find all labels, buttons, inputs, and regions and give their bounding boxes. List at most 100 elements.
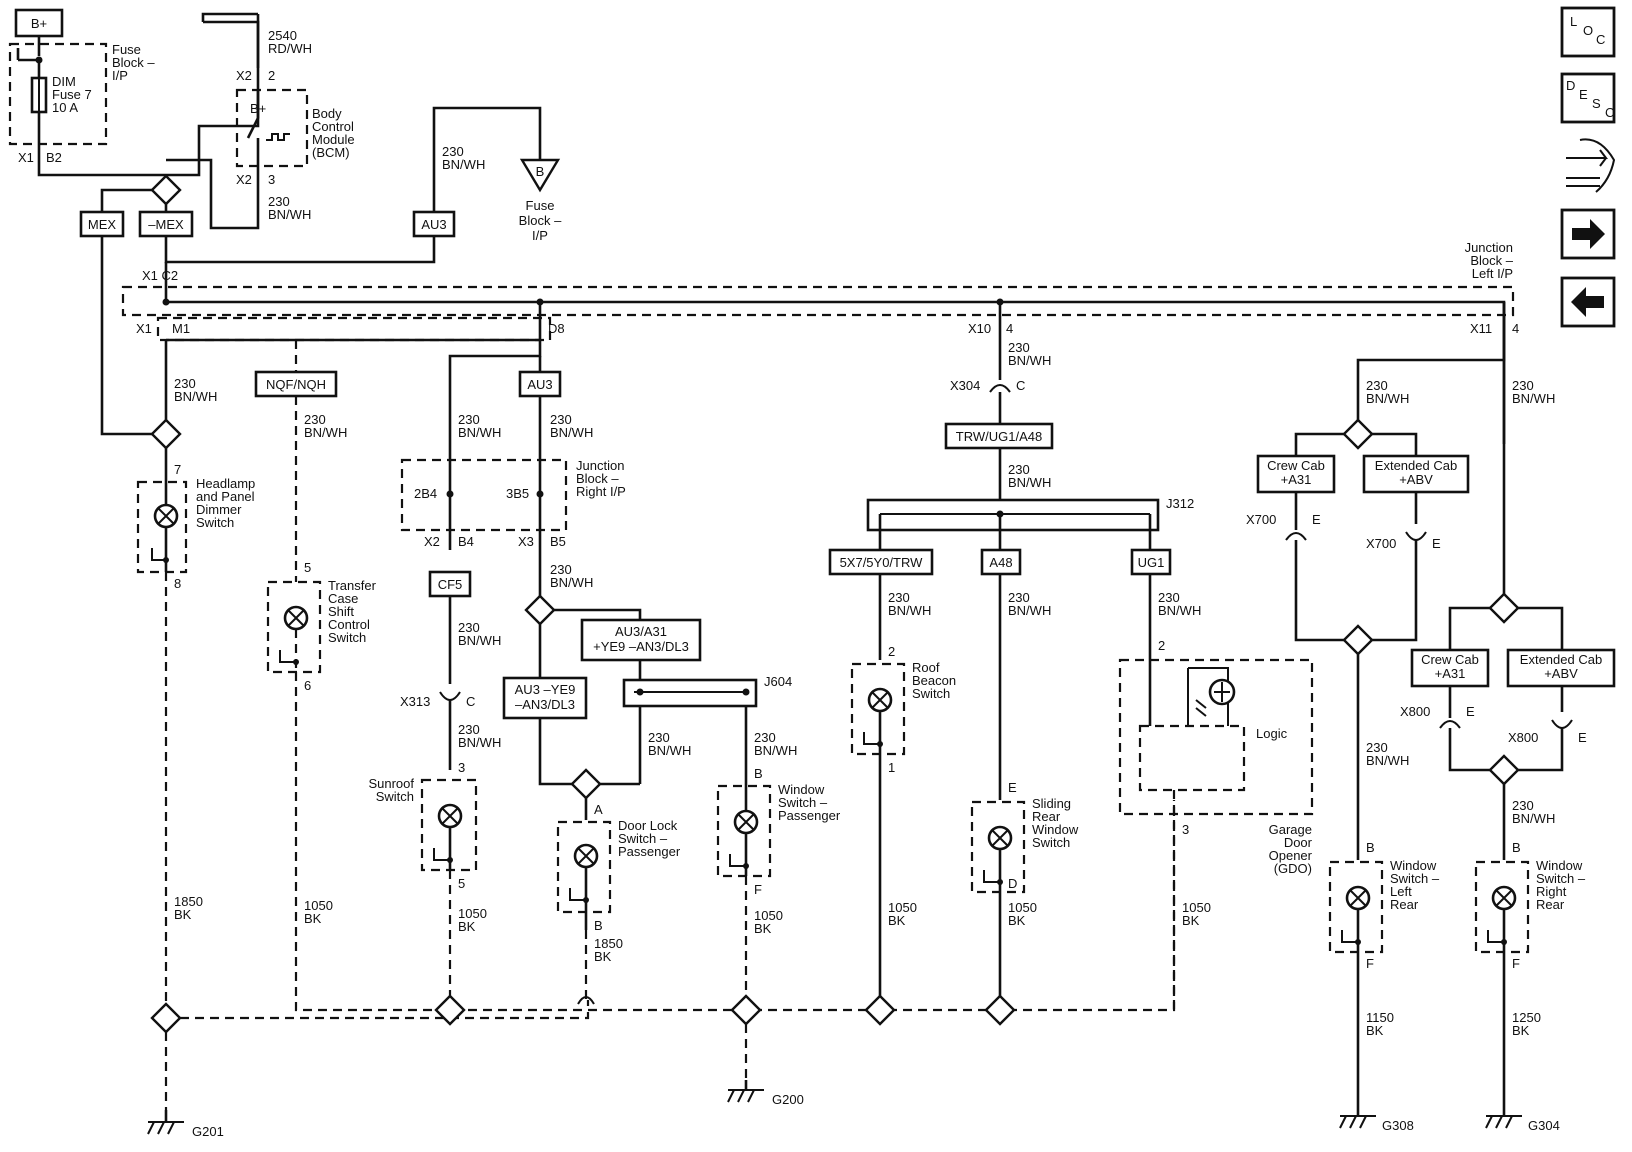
window-passenger-switch-outline <box>716 784 772 878</box>
svg-text:B: B <box>536 164 545 179</box>
svg-text:5: 5 <box>304 560 311 575</box>
svg-text:Crew Cab+A31: Crew Cab+A31 <box>1421 652 1479 681</box>
fuse-pin-b2: B2 <box>46 150 62 165</box>
transfer-case-switch-outline <box>266 580 322 674</box>
svg-text:X11: X11 <box>1470 321 1492 336</box>
doorlock-switch-outline <box>556 820 612 914</box>
svg-text:D: D <box>1008 876 1017 891</box>
svg-text:B5: B5 <box>550 534 566 549</box>
svg-text:B4: B4 <box>458 534 474 549</box>
svg-text:X304: X304 <box>950 378 980 393</box>
svg-text:E: E <box>1578 730 1587 745</box>
svg-text:MEX: MEX <box>88 217 117 232</box>
svg-text:4: 4 <box>1512 321 1519 336</box>
svg-text:7: 7 <box>174 462 181 477</box>
svg-text:E: E <box>1312 512 1321 527</box>
splice-lr-top <box>1342 418 1374 450</box>
option-extended-cab-left <box>1362 454 1470 494</box>
gdo-outline <box>1118 658 1314 816</box>
svg-text:Extended Cab+ABV: Extended Cab+ABV <box>1520 652 1602 681</box>
splice-headlamp <box>150 418 182 450</box>
window-right-rear-switch-outline <box>1474 860 1530 954</box>
headlamp-switch-outline <box>136 480 188 574</box>
splice-au3 <box>524 594 556 626</box>
loc-button-label: LOC <box>1570 14 1605 47</box>
svg-text:AU3/A31+YE9 –AN3/DL3: AU3/A31+YE9 –AN3/DL3 <box>593 624 689 654</box>
svg-text:UG1: UG1 <box>1138 555 1165 570</box>
svg-text:X10: X10 <box>968 321 991 336</box>
svg-text:B: B <box>594 918 603 933</box>
svg-text:E: E <box>1008 780 1017 795</box>
splice-top <box>150 174 182 206</box>
svg-text:E: E <box>1466 704 1475 719</box>
svg-text:CF5: CF5 <box>438 577 463 592</box>
ground-g200: G200 <box>772 1092 804 1107</box>
svg-text:5X7/5Y0/TRW: 5X7/5Y0/TRW <box>840 555 924 570</box>
svg-text:C: C <box>1016 378 1025 393</box>
option-crew-cab-right <box>1410 648 1490 688</box>
splice-rr-top <box>1488 592 1520 624</box>
next-button[interactable] <box>1560 208 1616 260</box>
svg-text:8: 8 <box>174 576 181 591</box>
svg-text:F: F <box>754 882 762 897</box>
option-crew-cab-left <box>1256 454 1336 494</box>
svg-text:Extended Cab+ABV: Extended Cab+ABV <box>1375 458 1457 487</box>
svg-text:4: 4 <box>1006 321 1013 336</box>
ground-g201: G201 <box>192 1124 224 1139</box>
svg-text:Crew Cab+A31: Crew Cab+A31 <box>1267 458 1325 487</box>
svg-text:E: E <box>1432 536 1441 551</box>
arrow-left-icon <box>1571 287 1604 317</box>
ground-splice-sliding <box>984 994 1016 1026</box>
window-left-rear-switch-outline <box>1328 860 1384 954</box>
back-button[interactable] <box>1560 276 1616 328</box>
junction-block-left-outline <box>121 285 1515 317</box>
svg-text:X700: X700 <box>1246 512 1276 527</box>
bcm-pin3: 3 <box>268 172 275 187</box>
arrow-right-icon <box>1572 219 1605 249</box>
svg-text:AU3: AU3 <box>421 217 446 232</box>
svg-text:M1: M1 <box>172 321 190 336</box>
svg-text:J312: J312 <box>1166 496 1194 511</box>
svg-text:AU3: AU3 <box>527 377 552 392</box>
bcm-x2b: X2 <box>236 172 252 187</box>
desc-button[interactable]: DESC <box>1560 72 1616 124</box>
svg-text:2: 2 <box>888 644 895 659</box>
svg-text:TRW/UG1/A48: TRW/UG1/A48 <box>956 429 1042 444</box>
splice-lr-bottom <box>1342 624 1374 656</box>
svg-text:B: B <box>754 766 763 781</box>
svg-text:Logic: Logic <box>1256 726 1288 741</box>
harness-icon-button[interactable] <box>1566 138 1616 193</box>
gdo-logic-box <box>1138 724 1246 792</box>
option-au3-ye9 <box>502 676 588 720</box>
desc-button-label: DESC <box>1566 78 1614 120</box>
svg-text:X800: X800 <box>1508 730 1538 745</box>
svg-text:3B5: 3B5 <box>506 486 529 501</box>
fuse-block-ip-outline <box>8 42 108 146</box>
ground-splice-g200 <box>730 994 762 1026</box>
svg-text:1: 1 <box>888 760 895 775</box>
svg-text:B: B <box>1512 840 1521 855</box>
jb-x1-c2: X1 C2 <box>142 268 178 283</box>
loc-button[interactable]: LOC <box>1560 6 1616 58</box>
svg-text:5: 5 <box>458 876 465 891</box>
